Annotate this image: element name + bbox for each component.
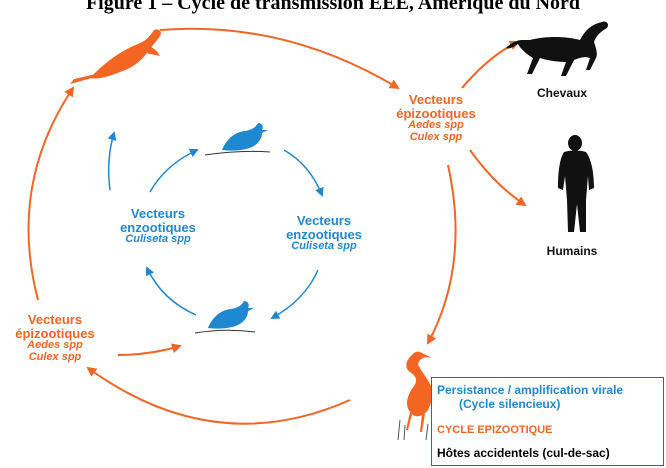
epizootic-vectors-left-species1: Aedes spp: [27, 339, 83, 352]
legend-epizootic-entry: CYCLE EPIZOOTIQUE: [437, 424, 553, 436]
enzootic-vectors-right-species: Culiseta spp: [291, 240, 357, 253]
arrow-heron-to-bottom: [86, 366, 351, 425]
arrow-left-vectors-to-bird-bottom: [117, 343, 182, 356]
epizootic-vectors-left-title2: épizootiques: [15, 325, 95, 341]
legend-accidental-entry: Hôtes accidentels (cul-de-sac): [437, 446, 610, 460]
epizootic-vectors-top-species1: Aedes spp: [408, 119, 464, 132]
humans-label: Humains: [546, 244, 598, 258]
enzootic-vectors-right-title2: enzootiques: [286, 226, 362, 242]
epizootic-vectors-top-title2: épizootiques: [396, 105, 476, 121]
bird-top-icon: [204, 123, 271, 156]
arrow-to-horses: [461, 40, 520, 89]
bird-bottom-icon: [194, 301, 256, 334]
human-icon: [558, 135, 594, 232]
arrow-to-humans: [469, 149, 527, 207]
pheasant-icon: [70, 29, 161, 84]
arrow-bottom-bird-to-left-enz: [145, 266, 197, 316]
epizootic-vectors-left-label: Vecteurs épizootiques Aedes spp Culex sp…: [5, 313, 105, 363]
arrow-pheasant-to-epizootic-vectors: [159, 27, 400, 90]
epizootic-vectors-left-title1: Vecteurs: [27, 312, 83, 327]
legend-enzootic-line1: Persistance / amplification virale: [437, 383, 624, 397]
arrow-right-enz-to-bottom-bird: [270, 269, 319, 319]
horses-label: Chevaux: [536, 86, 588, 100]
arrow-left-enz-up: [107, 131, 117, 191]
enzootic-vectors-left-title2: enzootiques: [120, 219, 196, 235]
arrow-left-enz-to-top-bird: [149, 148, 199, 193]
heron-icon: [406, 351, 433, 432]
arrow-left-vectors-to-pheasant: [27, 86, 75, 301]
enzootic-vectors-right-label: Vecteurs enzootiques Culiseta spp: [276, 214, 372, 253]
enzootic-vectors-left-species: Culiseta spp: [125, 233, 191, 246]
epizootic-vectors-top-species2: Culex spp: [409, 130, 463, 143]
heron-reeds: [397, 419, 435, 441]
enzootic-vectors-left-label: Vecteurs enzootiques Culiseta spp: [110, 207, 206, 246]
horse-icon: [506, 21, 609, 77]
epizootic-vectors-top-label: Vecteurs épizootiques Aedes spp Culex sp…: [394, 93, 478, 143]
enzootic-vectors-left-title1: Vecteurs: [130, 206, 186, 221]
figure-title: Figure 1 – Cycle de transmission EEE, Am…: [85, 0, 581, 14]
legend-enzootic-entry: Persistance / amplification virale (Cycl…: [437, 383, 623, 412]
enzootic-vectors-right-title1: Vecteurs: [296, 213, 352, 228]
legend-box: Persistance / amplification virale (Cycl…: [431, 377, 664, 466]
epizootic-vectors-left-species2: Culex spp: [28, 350, 82, 363]
arrow-epizootic-vectors-to-heron: [427, 164, 457, 345]
epizootic-vectors-top-title1: Vecteurs: [408, 92, 464, 107]
arrow-top-bird-to-right-enz: [283, 149, 324, 197]
legend-enzootic-line2: (Cycle silencieux): [459, 397, 561, 412]
